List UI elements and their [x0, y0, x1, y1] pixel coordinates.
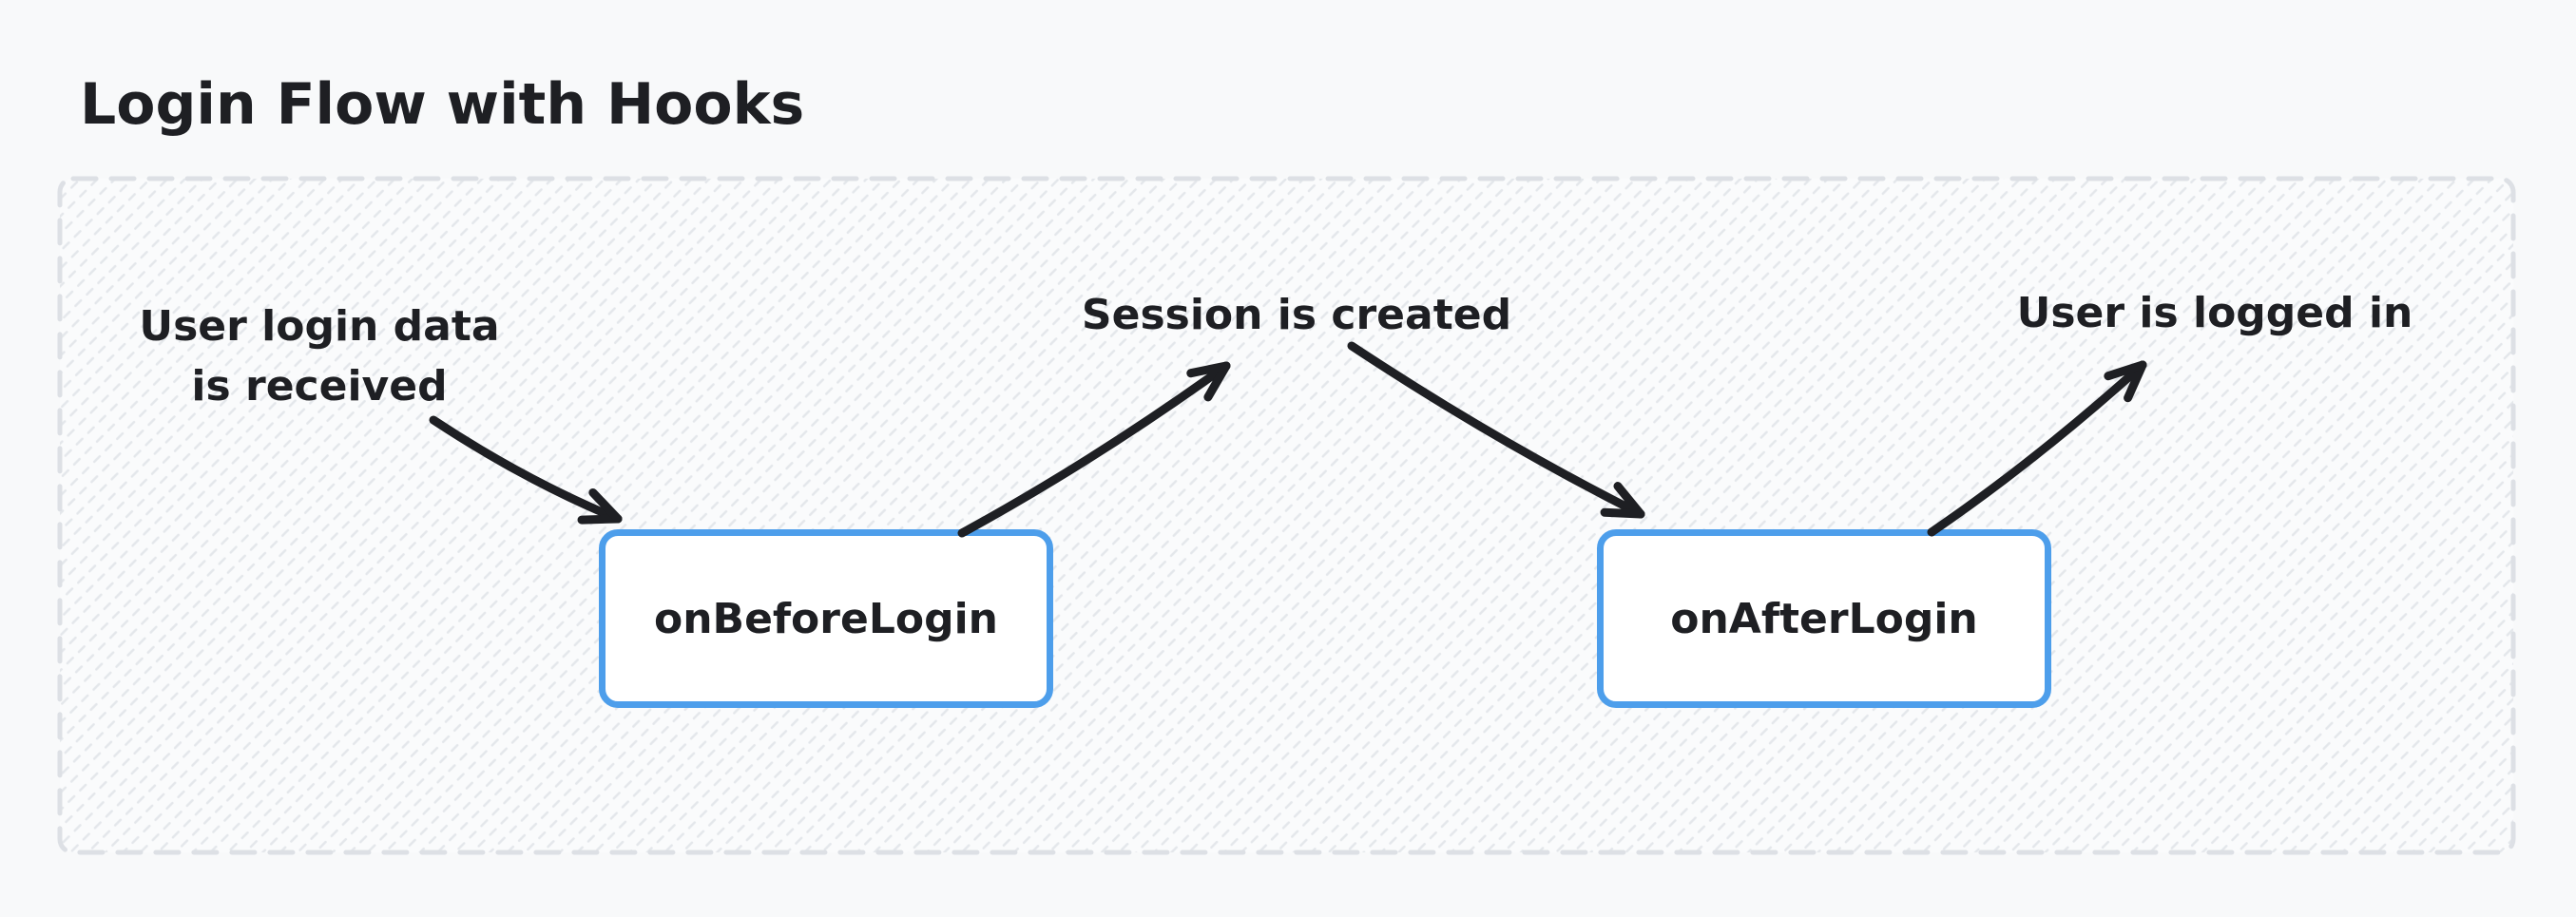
- annotation-user-login-data: User login data is received: [139, 302, 500, 411]
- flow-frame: [57, 176, 2516, 855]
- annotation-session-created: Session is created: [1081, 291, 1512, 339]
- node-onbeforelogin-label: onBeforeLogin: [653, 594, 998, 643]
- dashed-border: [57, 176, 2516, 855]
- flow-frame-background: [57, 176, 2516, 855]
- diagram-title: Login Flow with Hooks: [80, 71, 805, 138]
- node-onafterlogin[interactable]: onAfterLogin: [1597, 529, 2051, 708]
- node-onafterlogin-label: onAfterLogin: [1670, 594, 1978, 643]
- annotation-user-logged-in: User is logged in: [2016, 289, 2413, 337]
- node-onbeforelogin[interactable]: onBeforeLogin: [599, 529, 1053, 708]
